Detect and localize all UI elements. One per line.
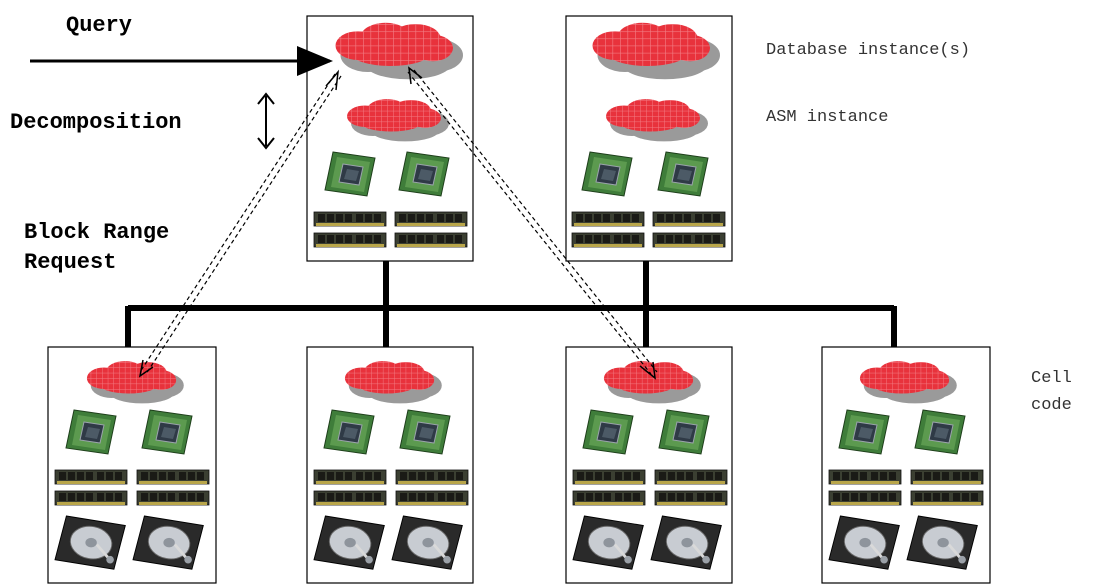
hard-disk xyxy=(390,514,464,571)
hard-disk xyxy=(571,514,645,571)
db-server-1 xyxy=(306,15,474,262)
cpu-chip xyxy=(65,409,117,455)
storage-cell-2 xyxy=(306,346,474,584)
ram-module xyxy=(654,490,728,506)
query-label: Query xyxy=(66,13,133,38)
block-range-arrowhead xyxy=(325,69,340,91)
hard-disk xyxy=(131,514,205,571)
ram-module xyxy=(910,490,984,506)
hard-disk xyxy=(827,514,901,571)
cell-code-line2: code xyxy=(1031,396,1072,415)
ram-module xyxy=(571,211,645,227)
decomposition-arrow xyxy=(257,92,275,150)
block-range-request-line2: Request xyxy=(24,250,117,275)
cpu-chip xyxy=(324,151,376,197)
block-range-request-arrow-right xyxy=(407,69,658,375)
ram-module xyxy=(136,490,210,506)
cpu-chip xyxy=(838,409,890,455)
block-range-arrowhead xyxy=(138,359,154,378)
ram-module xyxy=(54,469,128,485)
ram-module xyxy=(313,232,387,248)
ram-module xyxy=(395,469,469,485)
block-range-request-arrow-left xyxy=(139,73,342,375)
cpu-chip xyxy=(658,409,710,455)
hard-disk xyxy=(53,514,127,571)
cell-code-label: Cell code xyxy=(1031,365,1072,419)
ram-module xyxy=(572,490,646,506)
cpu-chip xyxy=(657,151,709,197)
block-range-request-label: Block Range Request xyxy=(24,218,169,278)
ram-module xyxy=(313,490,387,506)
cpu-chip xyxy=(582,409,634,455)
decomposition-label: Decomposition xyxy=(10,110,182,135)
ram-module xyxy=(910,469,984,485)
db-server-2 xyxy=(565,15,733,262)
storage-cell-1 xyxy=(47,346,217,584)
ram-module xyxy=(313,211,387,227)
network-bus xyxy=(125,260,897,347)
ram-module xyxy=(572,469,646,485)
ram-module xyxy=(54,490,128,506)
block-range-arrowhead xyxy=(408,66,423,85)
ram-module xyxy=(571,232,645,248)
database-instances-label: Database instance(s) xyxy=(766,41,971,60)
storage-cell-3 xyxy=(565,346,733,584)
hard-disk xyxy=(905,514,979,571)
cpu-chip xyxy=(141,409,193,455)
cpu-chip xyxy=(399,409,451,455)
ram-module xyxy=(828,490,902,506)
ram-module xyxy=(394,211,468,227)
cpu-chip xyxy=(323,409,375,455)
asm-instance-label: ASM instance xyxy=(766,108,889,127)
ram-module xyxy=(652,211,726,227)
ram-module xyxy=(395,490,469,506)
ram-module xyxy=(652,232,726,248)
hard-disk xyxy=(312,514,386,571)
cpu-chip xyxy=(914,409,966,455)
ram-module xyxy=(394,232,468,248)
block-range-arrowhead xyxy=(639,361,656,380)
storage-cell-4 xyxy=(821,346,991,584)
cpu-chip xyxy=(398,151,450,197)
cell-code-line1: Cell xyxy=(1031,369,1072,388)
ram-module xyxy=(654,469,728,485)
block-range-request-line1: Block Range xyxy=(24,220,170,245)
ram-module xyxy=(136,469,210,485)
cpu-chip xyxy=(581,151,633,197)
ram-module xyxy=(828,469,902,485)
ram-module xyxy=(313,469,387,485)
hard-disk xyxy=(649,514,723,571)
